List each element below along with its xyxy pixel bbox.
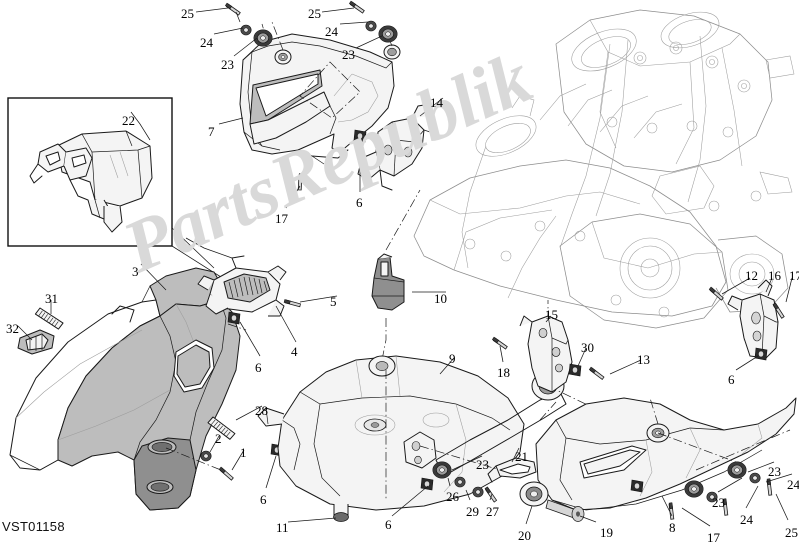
inset-detail-box [7, 97, 233, 285]
part-16-bracket-right [727, 279, 779, 359]
callout-23-d: 23 [712, 495, 725, 510]
callout-4: 4 [291, 344, 298, 359]
callout-23-right: 23 [342, 47, 355, 62]
callout-6-b: 6 [255, 360, 262, 375]
callout-28: 28 [255, 403, 268, 418]
callout-15: 15 [545, 307, 558, 322]
callout-24-d: 24 [787, 477, 799, 492]
callout-22: 22 [122, 113, 135, 128]
fasteners-top-right [347, 0, 398, 43]
callout-17-c: 17 [707, 530, 720, 545]
callout-6-e: 6 [385, 517, 392, 532]
part-30-nut [568, 363, 582, 377]
part-2-washer [200, 450, 212, 462]
callout-6-c: 6 [728, 372, 735, 387]
part-6-clip-a [353, 129, 367, 143]
part-14-bracket [357, 103, 437, 191]
callout-5: 5 [330, 294, 337, 309]
callout-24-c: 24 [740, 512, 753, 527]
callout-32: 32 [6, 321, 19, 336]
callout-21: 21 [515, 449, 528, 464]
callout-31: 31 [45, 291, 58, 306]
part-10-pressure-sensor [371, 189, 421, 371]
callout-3: 3 [132, 264, 139, 279]
callout-14: 14 [430, 95, 443, 110]
callout-7: 7 [208, 124, 215, 139]
part-9-belly-pan [257, 355, 525, 522]
part-8-right-lower-fairing [535, 397, 797, 511]
part-4-oil-cooler [185, 237, 287, 325]
callout-24-right: 24 [325, 24, 338, 39]
callout-25-right: 25 [308, 6, 321, 21]
callout-17-a: 17 [275, 211, 288, 226]
callout-23-c: 23 [476, 457, 489, 472]
callout-19: 19 [600, 525, 613, 540]
callout-30: 30 [581, 340, 594, 355]
callout-2: 2 [215, 431, 222, 446]
callout-17-b: 17 [789, 268, 799, 283]
fasteners-top-left [223, 2, 273, 47]
part-3-front-mudguard [9, 267, 247, 511]
part-6-clip-c [420, 477, 434, 491]
part-6-clip-d [754, 347, 768, 361]
fasteners-bottom-center [432, 457, 585, 522]
callout-6-a: 6 [356, 195, 363, 210]
part-15-bracket [519, 315, 573, 393]
part-17-screw-a [293, 172, 308, 192]
callout-23-left: 23 [221, 57, 234, 72]
callout-23-e: 23 [768, 464, 781, 479]
leader-lines [17, 7, 793, 527]
callout-9: 9 [449, 351, 456, 366]
part-13-screw [587, 366, 607, 381]
callout-29: 29 [466, 504, 479, 519]
callout-8: 8 [669, 520, 676, 535]
callout-16: 16 [768, 268, 781, 283]
part-32-cap [17, 329, 55, 355]
callout-12: 12 [745, 268, 758, 283]
callout-1: 1 [240, 445, 247, 460]
callout-6-d: 6 [260, 492, 267, 507]
callout-13: 13 [637, 352, 650, 367]
diagram-code: VST01158 [2, 519, 65, 534]
part-7-left-lower-fairing [239, 21, 401, 165]
part-18-screw [490, 336, 510, 350]
part-31-clip [32, 306, 66, 331]
callout-11: 11 [276, 520, 289, 535]
callout-27: 27 [486, 504, 499, 519]
engine-assembly-ghost [413, 9, 795, 347]
callout-25-c: 25 [785, 525, 798, 540]
callout-18: 18 [497, 365, 510, 380]
callout-26: 26 [446, 489, 459, 504]
callout-20: 20 [518, 528, 531, 543]
callout-25-left: 25 [181, 6, 194, 21]
part-5-screw [283, 297, 302, 309]
callout-10: 10 [434, 291, 447, 306]
callout-24-left: 24 [200, 35, 213, 50]
